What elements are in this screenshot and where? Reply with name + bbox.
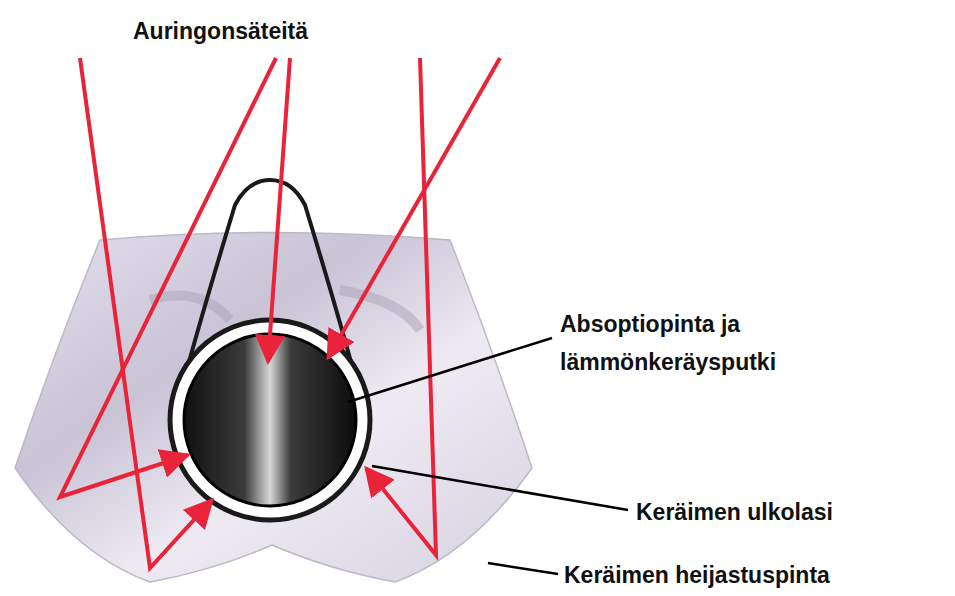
part-label: Keräimen heijastuspinta	[564, 556, 830, 594]
sun-ray	[80, 58, 212, 568]
part-label: Absoptiopinta ja lämmönkeräysputki	[560, 305, 860, 381]
sun-ray	[366, 58, 436, 555]
leader-line	[372, 466, 628, 510]
leader-line	[488, 563, 558, 574]
sun-ray	[60, 58, 276, 497]
sun-ray	[268, 58, 290, 362]
leader-line	[348, 338, 552, 402]
sun-ray	[328, 58, 500, 358]
title-label: Auringonsäteitä	[133, 12, 308, 50]
part-label: Keräimen ulkolasi	[636, 493, 833, 531]
